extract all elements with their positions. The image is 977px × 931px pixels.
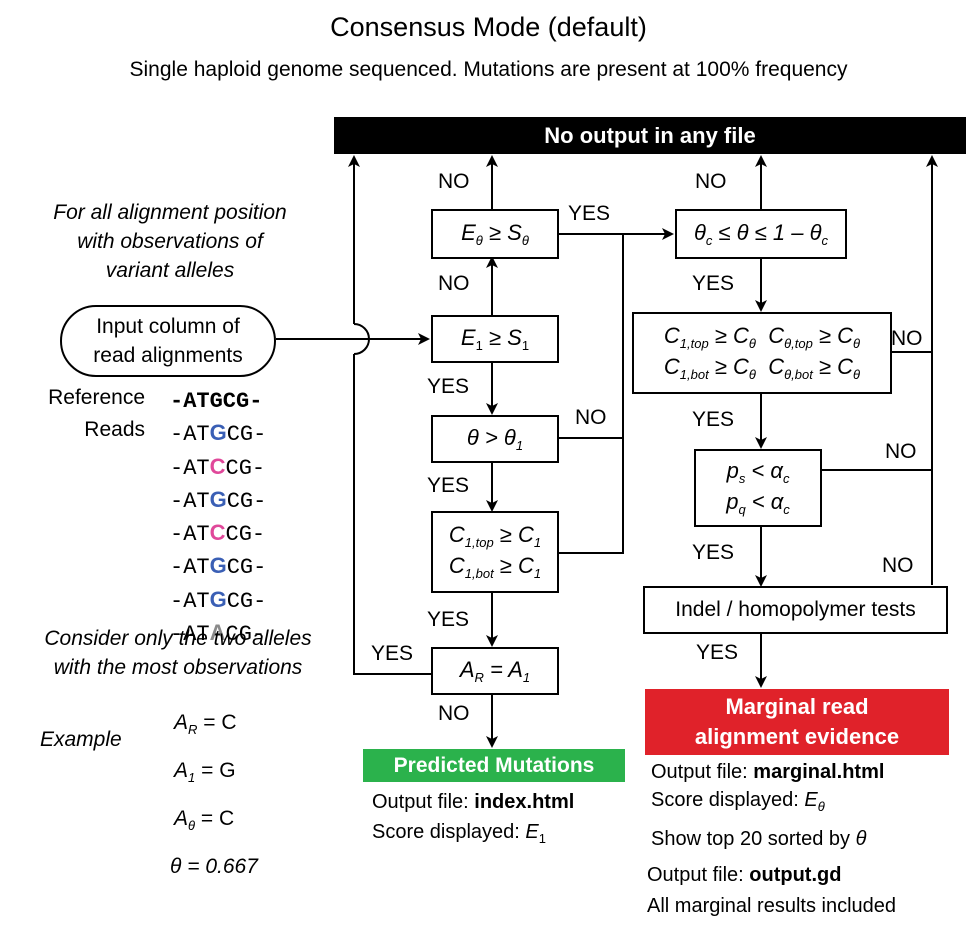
diagram-subtitle: Single haploid genome sequenced. Mutatio… bbox=[129, 58, 848, 81]
label-pvalues-yes: YES bbox=[692, 541, 735, 564]
variant-base: G bbox=[209, 586, 227, 612]
read-sequence: -ATGCG- bbox=[170, 420, 267, 448]
intro-note: For all alignment position with observat… bbox=[53, 201, 287, 282]
input-node: Input column of read alignments bbox=[60, 305, 276, 377]
variant-base: G bbox=[209, 420, 227, 446]
label-indel-no: NO bbox=[882, 554, 914, 577]
variant-base: G bbox=[209, 486, 227, 512]
read-sequence: -ATCCG- bbox=[170, 453, 266, 481]
label-ar-yes: YES bbox=[371, 642, 414, 665]
node-e1-ge-s1: E1 ≥ S1 bbox=[431, 315, 559, 363]
node-theta-range: θc ≤ θ ≤ 1 – θc bbox=[675, 209, 847, 259]
edge-ar-yes-to-no-output bbox=[353, 354, 432, 675]
label-c0-yes: YES bbox=[692, 408, 735, 431]
example-ar: AR = C bbox=[174, 711, 237, 737]
alignment-sequences: -ATGCG- -ATGCG- -ATCCG- -ATGCG- -ATCCG- -ATG… bbox=[170, 386, 266, 650]
node-theta-gt-theta1: θ > θ1 bbox=[431, 415, 559, 463]
node-ar-eq-a1: AR = A1 bbox=[431, 647, 559, 695]
node-indel-tests: Indel / homopolymer tests bbox=[643, 586, 948, 634]
read-sequence: -ATACG- bbox=[170, 620, 266, 648]
label-pvalues-no: NO bbox=[885, 440, 917, 463]
example-a1: A1 = G bbox=[174, 759, 236, 785]
read-sequence: -ATGCG- bbox=[170, 553, 267, 581]
label-theta-yes: YES bbox=[427, 474, 470, 497]
predicted-output-info: Output file: index.html Score displayed:… bbox=[372, 791, 575, 846]
diagram-title: Consensus Mode (default) bbox=[330, 12, 647, 42]
node-c0-strand: C1,top ≥ Cθ Cθ,top ≥ Cθ C1,bot ≥ Cθ Cθ,b… bbox=[632, 312, 892, 394]
marginal-evidence-banner: Marginal read alignment evidence bbox=[645, 689, 949, 755]
label-c1-yes: YES bbox=[427, 608, 470, 631]
label-e1-no: NO bbox=[438, 272, 470, 295]
node-pvalues: ps < αc pq < αc bbox=[694, 449, 822, 527]
label-e0-yes: YES bbox=[568, 202, 611, 225]
variant-base: C bbox=[209, 453, 226, 479]
example-theta: θ = 0.667 bbox=[170, 855, 258, 878]
label-c0-no: NO bbox=[891, 327, 923, 350]
no-output-bar: No output in any file bbox=[334, 117, 966, 154]
node-c1-strand: C1,top ≥ C1 C1,bot ≥ C1 bbox=[431, 511, 559, 593]
example-a0: Aθ = C bbox=[174, 807, 235, 833]
label-indel-yes: YES bbox=[696, 641, 739, 664]
marginal-file-name: marginal.html bbox=[753, 761, 885, 783]
gd-output-info: Output file: output.gd All marginal resu… bbox=[647, 864, 897, 917]
read-sequence: -ATGCG- bbox=[170, 586, 267, 614]
label-theta-range-yes: YES bbox=[692, 272, 735, 295]
reference-sequence: -ATGCG- bbox=[170, 389, 263, 414]
label-theta-no: NO bbox=[575, 406, 607, 429]
predicted-mutations-banner: Predicted Mutations bbox=[363, 749, 625, 782]
variant-base: A bbox=[209, 620, 226, 646]
reads-label: Reads bbox=[84, 418, 145, 441]
gd-file-name: output.gd bbox=[749, 864, 842, 886]
reference-label: Reference bbox=[48, 386, 145, 409]
label-theta-range-no: NO bbox=[695, 170, 727, 193]
marginal-output-info: Output file: marginal.html Score display… bbox=[651, 761, 885, 850]
variant-base: G bbox=[209, 553, 227, 579]
label-e1-yes: YES bbox=[427, 375, 470, 398]
variant-base: C bbox=[209, 520, 226, 546]
consider-note: Consider only the two alleles with the m… bbox=[44, 627, 312, 679]
label-e0-no: NO bbox=[438, 170, 470, 193]
read-sequence: -ATCCG- bbox=[170, 520, 266, 548]
node-e0-ge-s0: Eθ ≥ Sθ bbox=[431, 209, 559, 259]
example-values: AR = C A1 = G Aθ = C θ = 0.667 bbox=[170, 702, 258, 887]
example-label: Example bbox=[40, 728, 122, 751]
label-ar-no: NO bbox=[438, 702, 470, 725]
predicted-file-name: index.html bbox=[474, 791, 575, 813]
read-sequence: -ATGCG- bbox=[170, 486, 267, 514]
